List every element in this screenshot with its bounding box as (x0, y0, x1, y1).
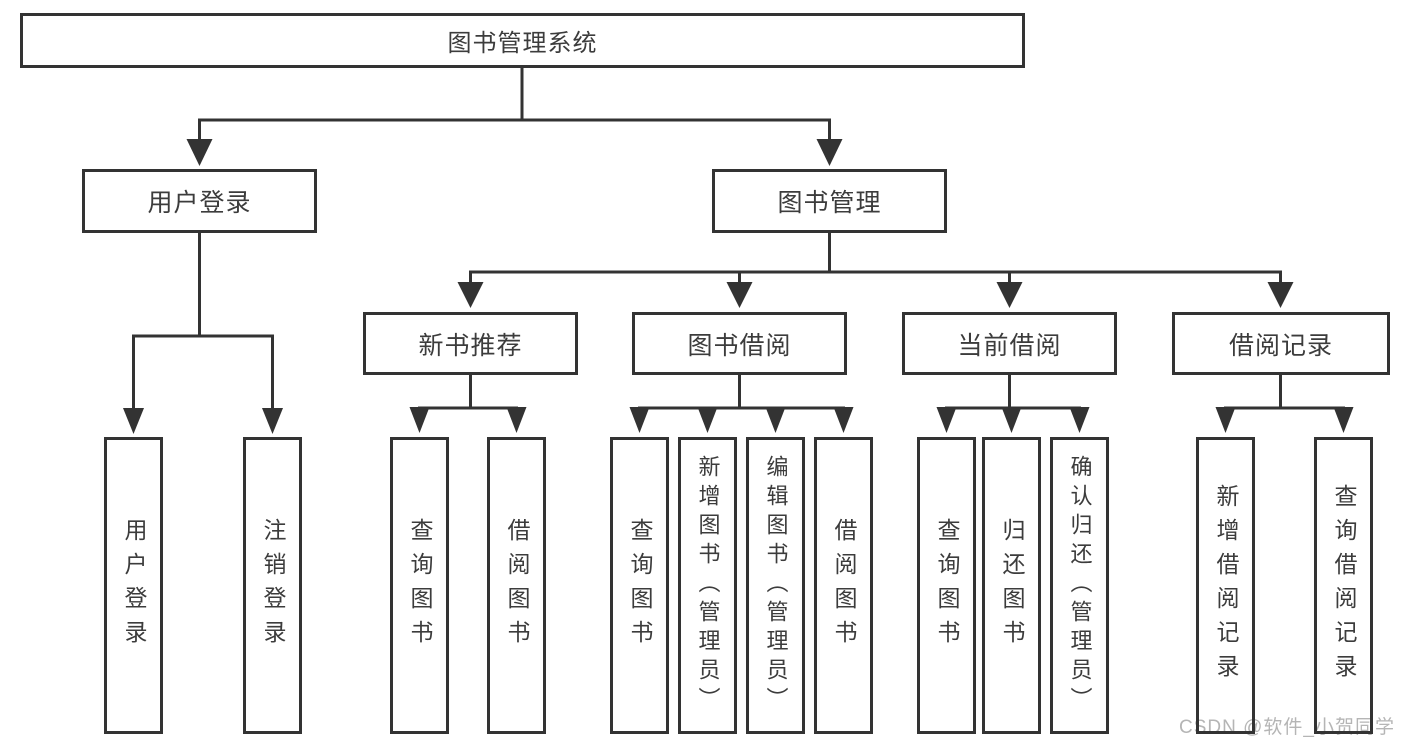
leaf-current-query-books: 查询图书 (917, 437, 976, 734)
leaf-recommend-query-books: 查询图书 (390, 437, 449, 734)
leaf-edit-book-admin: 编辑图书（管理员） (746, 437, 805, 734)
arrowheads (123, 139, 1354, 434)
node-book-management-label: 图书管理 (777, 189, 882, 217)
node-book-management: 图书管理 (712, 169, 947, 233)
node-book-borrow-label: 图书借阅 (687, 331, 792, 360)
leaf-user-login: 用户登录 (104, 437, 163, 734)
node-user-login-label: 用户登录 (147, 189, 252, 217)
leaf-add-book-admin: 新增图书（管理员） (678, 437, 737, 734)
node-borrow-records-label: 借阅记录 (1228, 331, 1333, 360)
leaf-confirm-return-admin: 确认归还（管理员） (1050, 437, 1109, 734)
node-new-book-recommend: 新书推荐 (363, 312, 578, 375)
leaf-return-books: 归还图书 (982, 437, 1041, 734)
leaf-query-borrow-record: 查询借阅记录 (1314, 437, 1373, 734)
node-current-borrow: 当前借阅 (902, 312, 1117, 375)
node-library-system: 图书管理系统 (20, 13, 1025, 68)
node-current-borrow-label: 当前借阅 (957, 331, 1062, 360)
leaf-borrow-books: 借阅图书 (814, 437, 873, 734)
leaf-borrow-query-books: 查询图书 (610, 437, 669, 734)
node-library-system-label: 图书管理系统 (447, 30, 598, 57)
leaf-recommend-borrow-books: 借阅图书 (487, 437, 546, 734)
node-user-login: 用户登录 (82, 169, 317, 233)
leaf-logout: 注销登录 (243, 437, 302, 734)
node-new-book-recommend-label: 新书推荐 (418, 331, 523, 360)
node-book-borrow: 图书借阅 (632, 312, 847, 375)
leaf-add-borrow-record: 新增借阅记录 (1196, 437, 1255, 734)
node-borrow-records: 借阅记录 (1172, 312, 1390, 375)
